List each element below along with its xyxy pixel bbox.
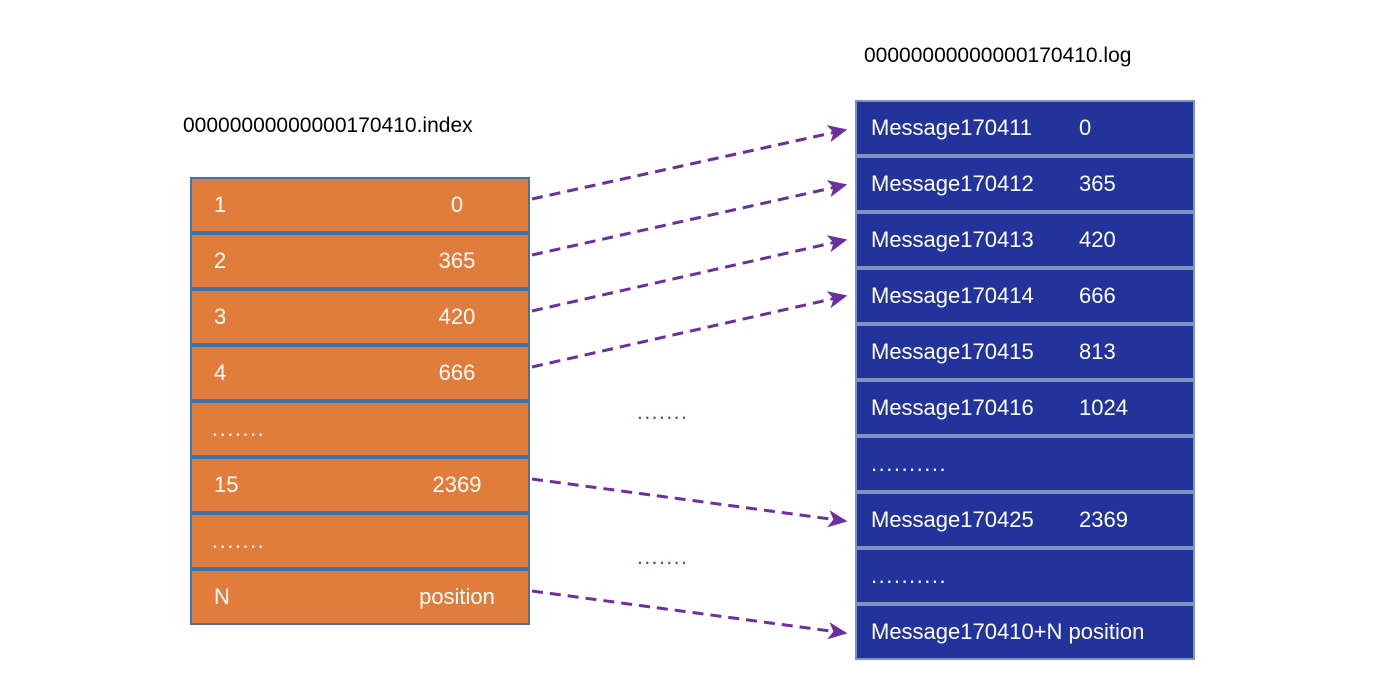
log-row[interactable]: Message170410+N position xyxy=(855,604,1195,660)
ellipsis-text: .......... xyxy=(871,563,948,588)
log-row-message: Message170425 xyxy=(871,507,1034,532)
log-row-offset: 666 xyxy=(1079,283,1116,308)
log-row-message: Message170413 xyxy=(871,227,1034,252)
arrow-index1-to-log1 xyxy=(531,125,848,201)
log-row[interactable]: Message170416 1024 xyxy=(855,380,1195,436)
index-file-title: 00000000000000170410.index xyxy=(183,114,473,137)
log-row-offset: 0 xyxy=(1079,115,1092,140)
ellipsis-text: .......... xyxy=(871,451,948,476)
log-row[interactable]: Message170411 0 xyxy=(855,100,1195,156)
arrow-index3-to-log3 xyxy=(531,235,848,313)
index-row-key: 1 xyxy=(214,192,227,217)
log-row-message: Message170414 xyxy=(871,283,1034,308)
log-file-title: 00000000000000170410.log xyxy=(864,44,1132,67)
index-row[interactable]: 1 0 xyxy=(190,177,530,233)
index-row-ellipsis: ....... xyxy=(190,513,530,569)
log-row[interactable]: Message170425 2369 xyxy=(855,492,1195,548)
log-row-message: Message170410+N position xyxy=(871,619,1145,644)
log-row-ellipsis: .......... xyxy=(855,548,1195,604)
index-row-key: N xyxy=(214,584,230,609)
log-row[interactable]: Message170414 666 xyxy=(855,268,1195,324)
log-row[interactable]: Message170413 420 xyxy=(855,212,1195,268)
index-row[interactable]: 2 365 xyxy=(190,233,530,289)
arrow-index15-to-log425 xyxy=(531,477,848,528)
index-row[interactable]: 4 666 xyxy=(190,345,530,401)
middle-ellipsis-upper: ....... xyxy=(637,401,689,424)
arrow-index2-to-log2 xyxy=(531,180,848,257)
index-row-ellipsis: ....... xyxy=(190,401,530,457)
log-row[interactable]: Message170412 365 xyxy=(855,156,1195,212)
index-table: 1 0 2 365 3 420 4 666 ....... 15 2369 ..… xyxy=(190,177,530,625)
log-row-offset: 365 xyxy=(1079,171,1116,196)
log-row-message: Message170416 xyxy=(871,395,1034,420)
index-row-key: 2 xyxy=(214,248,227,273)
log-row-ellipsis: .......... xyxy=(855,436,1195,492)
log-row-offset: 813 xyxy=(1079,339,1116,364)
log-row-message: Message170411 xyxy=(871,115,1033,140)
index-row-value: 666 xyxy=(438,360,476,385)
log-row-offset: 420 xyxy=(1079,227,1116,252)
ellipsis-text: ....... xyxy=(212,528,266,553)
log-row-message: Message170415 xyxy=(871,339,1034,364)
index-row-key: 15 xyxy=(214,472,239,497)
ellipsis-text: ....... xyxy=(212,416,266,441)
arrow-index4-to-log4 xyxy=(531,291,848,369)
log-row-message: Message170412 xyxy=(871,171,1034,196)
index-row-value: 365 xyxy=(438,248,476,273)
log-row-offset: 2369 xyxy=(1079,507,1128,532)
index-row-value: position xyxy=(419,584,495,609)
index-row-key: 4 xyxy=(214,360,227,385)
index-row-value: 0 xyxy=(450,192,464,217)
index-row-value: 420 xyxy=(438,304,476,329)
log-table: Message170411 0 Message170412 365 Messag… xyxy=(855,100,1195,660)
arrow-indexN-to-logN xyxy=(531,589,848,640)
index-row-key: 3 xyxy=(214,304,227,329)
log-row[interactable]: Message170415 813 xyxy=(855,324,1195,380)
index-row[interactable]: N position xyxy=(190,569,530,625)
index-row-value: 2369 xyxy=(432,472,482,497)
middle-ellipsis-lower: ....... xyxy=(637,546,689,569)
index-row[interactable]: 15 2369 xyxy=(190,457,530,513)
log-row-offset: 1024 xyxy=(1079,395,1128,420)
index-row[interactable]: 3 420 xyxy=(190,289,530,345)
